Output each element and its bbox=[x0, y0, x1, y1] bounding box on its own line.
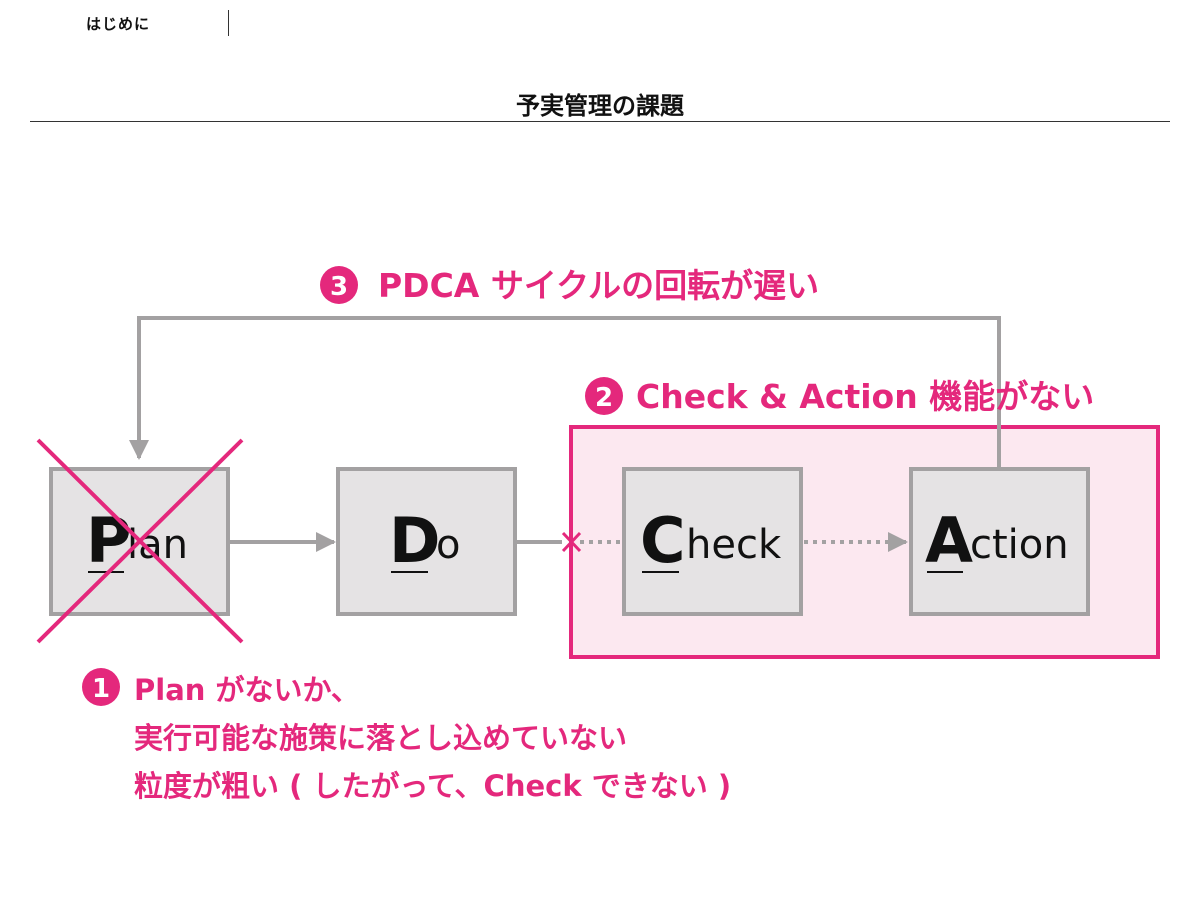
issue-1-line-3: 粒度が粗い ( したがって、Check できない ) bbox=[134, 769, 732, 803]
issue-2-number: 2 bbox=[595, 383, 613, 413]
do-box: D o bbox=[336, 467, 517, 616]
action-initial: A bbox=[925, 504, 973, 577]
check-box: C heck bbox=[622, 467, 803, 616]
section-divider bbox=[228, 10, 229, 36]
issue-2-number-circle bbox=[585, 377, 623, 415]
title-rule bbox=[30, 121, 1170, 122]
break-mark bbox=[561, 531, 582, 553]
issue-1-number-circle bbox=[82, 668, 120, 706]
issue-1-text: Plan がないか、 実行可能な施策に落とし込めていない 粒度が粗い ( したが… bbox=[134, 666, 731, 810]
issue-2-label: 2 Check & Action 機能がない bbox=[585, 377, 1094, 416]
section-label: はじめに bbox=[86, 15, 151, 33]
check-rest: heck bbox=[686, 522, 782, 568]
issue-3-text: PDCA サイクルの回転が遅い bbox=[378, 266, 819, 305]
loop-arrow bbox=[129, 316, 1001, 468]
page-title: 予実管理の課題 bbox=[516, 92, 684, 120]
do-initial: D bbox=[389, 504, 440, 577]
check-initial: C bbox=[640, 504, 686, 577]
issue-2-text: Check & Action 機能がない bbox=[636, 377, 1094, 416]
plan-initial: P bbox=[86, 504, 131, 577]
issue-1-number: 1 bbox=[92, 674, 110, 704]
plan-cross bbox=[36, 438, 244, 644]
do-rest: o bbox=[436, 522, 460, 568]
issue-1-line-2: 実行可能な施策に落とし込めていない bbox=[134, 721, 628, 755]
action-rest: ction bbox=[970, 522, 1069, 568]
issue-3-number: 3 bbox=[330, 272, 348, 302]
action-box: A ction bbox=[909, 467, 1090, 616]
issue-3-label: 3 PDCA サイクルの回転が遅い bbox=[320, 266, 819, 305]
issue-3-number-circle bbox=[320, 266, 358, 304]
issue-1-line-1: Plan がないか、 bbox=[134, 673, 360, 707]
